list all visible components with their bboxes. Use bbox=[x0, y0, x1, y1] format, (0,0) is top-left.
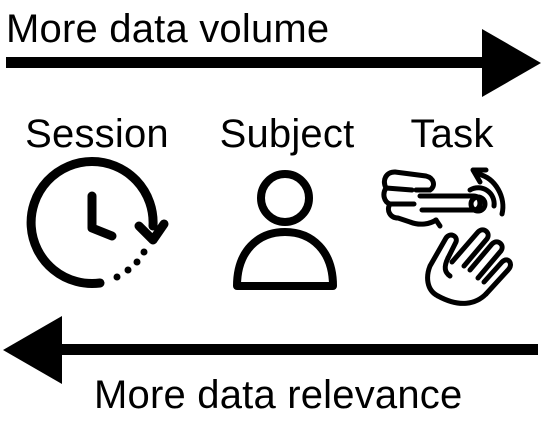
top-arrow-caption: More data volume bbox=[6, 7, 330, 51]
person-icon bbox=[233, 170, 337, 290]
hand-gesture-icon bbox=[381, 167, 513, 306]
top-arrow-head bbox=[482, 29, 541, 97]
subject-label: Subject bbox=[219, 112, 355, 156]
bottom-arrow bbox=[3, 316, 538, 384]
top-arrow bbox=[6, 29, 541, 97]
bottom-arrow-shaft bbox=[58, 344, 538, 355]
task-label: Task bbox=[410, 112, 494, 156]
top-arrow-shaft bbox=[6, 57, 486, 68]
bottom-arrow-head bbox=[3, 316, 62, 384]
session-label: Session bbox=[25, 112, 169, 156]
bottom-arrow-caption: More data relevance bbox=[94, 373, 463, 417]
clock-icon bbox=[26, 157, 169, 288]
